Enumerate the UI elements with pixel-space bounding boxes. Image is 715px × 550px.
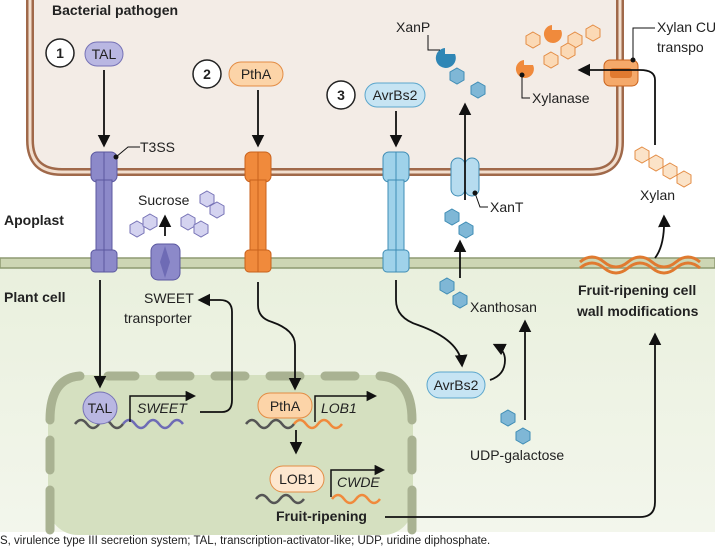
xylanase-icon [543, 25, 562, 43]
bacterium [26, 0, 624, 176]
ptha-protein: PthA [257, 392, 313, 419]
xanthosan-outside [444, 208, 474, 239]
svg-text:AvrBs2: AvrBs2 [373, 87, 418, 103]
lob1-protein: LOB1 [269, 465, 325, 493]
plant-cell-label: Plant cell [4, 289, 65, 305]
cwde-gene: CWDE [337, 474, 380, 490]
fruit-ripening-label: Fruit-ripening [276, 508, 367, 524]
arrow [385, 332, 662, 518]
xanthosan-label: Xanthosan [470, 299, 537, 315]
dna-cwde [255, 493, 381, 505]
avrbs2-plant: AvrBs2 [426, 371, 486, 399]
tal-protein: TAL [82, 391, 118, 425]
xylan-cu-label-1: Xylan CU [657, 19, 715, 35]
xanp-enzyme-icon [435, 48, 456, 68]
nucleus [45, 371, 417, 535]
arrow [395, 280, 468, 368]
svg-text:TAL: TAL [92, 46, 117, 62]
sucrose-label: Sucrose [138, 192, 190, 208]
sweet-transporter-label-2: transporter [124, 310, 192, 326]
svg-text:1: 1 [56, 45, 64, 61]
effector-tal: 1 TAL [45, 38, 124, 68]
t3ss-avrbs2 [382, 151, 410, 273]
dna-lob1 [245, 418, 343, 430]
sweet-transporter-label-1: SWEET [144, 290, 194, 306]
svg-text:2: 2 [203, 66, 211, 82]
cell-wall-mod-label-1: Fruit-ripening cell [578, 282, 696, 298]
cell-wall-wave [579, 255, 701, 269]
xylan-chain [634, 146, 692, 188]
t3ss-leader [115, 146, 140, 158]
xylan-cu-label-2: transpo [657, 39, 704, 55]
sweet-transporter [150, 243, 181, 281]
arrow [257, 282, 302, 391]
effector-ptha: 2 PthA [192, 59, 284, 89]
svg-text:PthA: PthA [241, 66, 272, 82]
xant-label: XanT [490, 199, 524, 215]
svg-text:PthA: PthA [270, 398, 301, 414]
sweet-gene: SWEET [137, 400, 188, 416]
apoplast-label: Apoplast [4, 212, 64, 228]
udp-galactose-label: UDP-galactose [470, 447, 564, 463]
t3ss-label: T3SS [140, 139, 175, 155]
bacterial-pathogen-label: Bacterial pathogen [52, 2, 178, 18]
svg-text:LOB1: LOB1 [279, 471, 315, 487]
arrow [197, 293, 233, 413]
t3ss-tal [90, 151, 118, 273]
t3ss-ptha [244, 151, 272, 273]
xanp-label: XanP [396, 19, 430, 35]
xylan-label: Xylan [640, 187, 675, 203]
caption: S, virulence type III secretion system; … [0, 535, 490, 547]
svg-text:3: 3 [337, 87, 345, 103]
svg-text:TAL: TAL [88, 400, 113, 416]
svg-text:AvrBs2: AvrBs2 [434, 377, 479, 393]
effector-avrbs2: 3 AvrBs2 [326, 80, 426, 110]
lob1-gene: LOB1 [321, 400, 357, 416]
cell-wall-mod-label-2: wall modifications [576, 303, 699, 319]
xylanase-label: Xylanase [532, 90, 590, 106]
xylan-cu-transporter [603, 59, 639, 87]
